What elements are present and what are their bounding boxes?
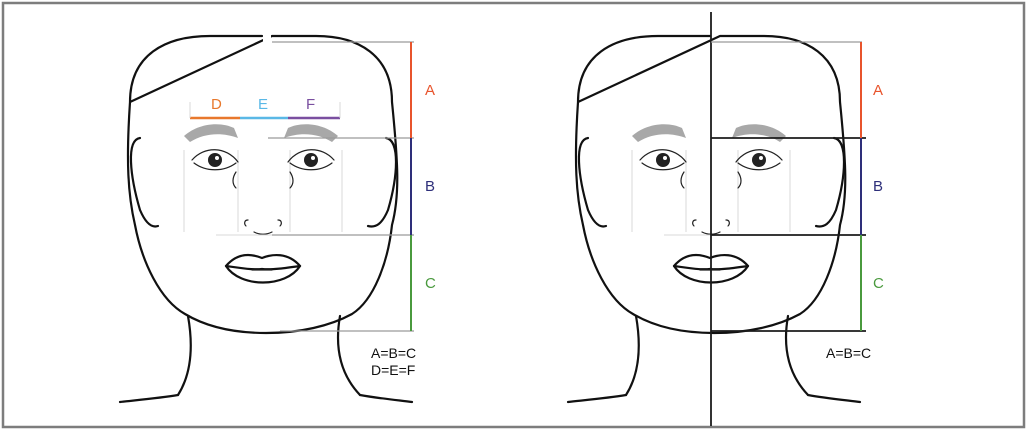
left-face-illustration xyxy=(120,36,412,402)
label-d: D xyxy=(211,96,222,113)
outer-frame xyxy=(3,3,1024,427)
left-width-guides: D E F xyxy=(190,96,340,118)
label-c: C xyxy=(873,275,884,292)
right-face-illustration xyxy=(568,36,860,402)
label-b: B xyxy=(425,178,435,195)
label-a: A xyxy=(425,82,435,99)
label-c: C xyxy=(425,275,436,292)
label-a: A xyxy=(873,82,883,99)
hairline-gap xyxy=(263,31,271,43)
right-guides: A B C xyxy=(711,12,884,426)
equation-abc: A=B=C xyxy=(371,345,416,361)
label-f: F xyxy=(306,96,315,113)
label-e: E xyxy=(258,96,268,113)
equation-abc: A=B=C xyxy=(826,345,871,361)
label-b: B xyxy=(873,178,883,195)
equation-def: D=E=F xyxy=(371,362,415,378)
left-height-guides: A B C xyxy=(268,42,436,331)
